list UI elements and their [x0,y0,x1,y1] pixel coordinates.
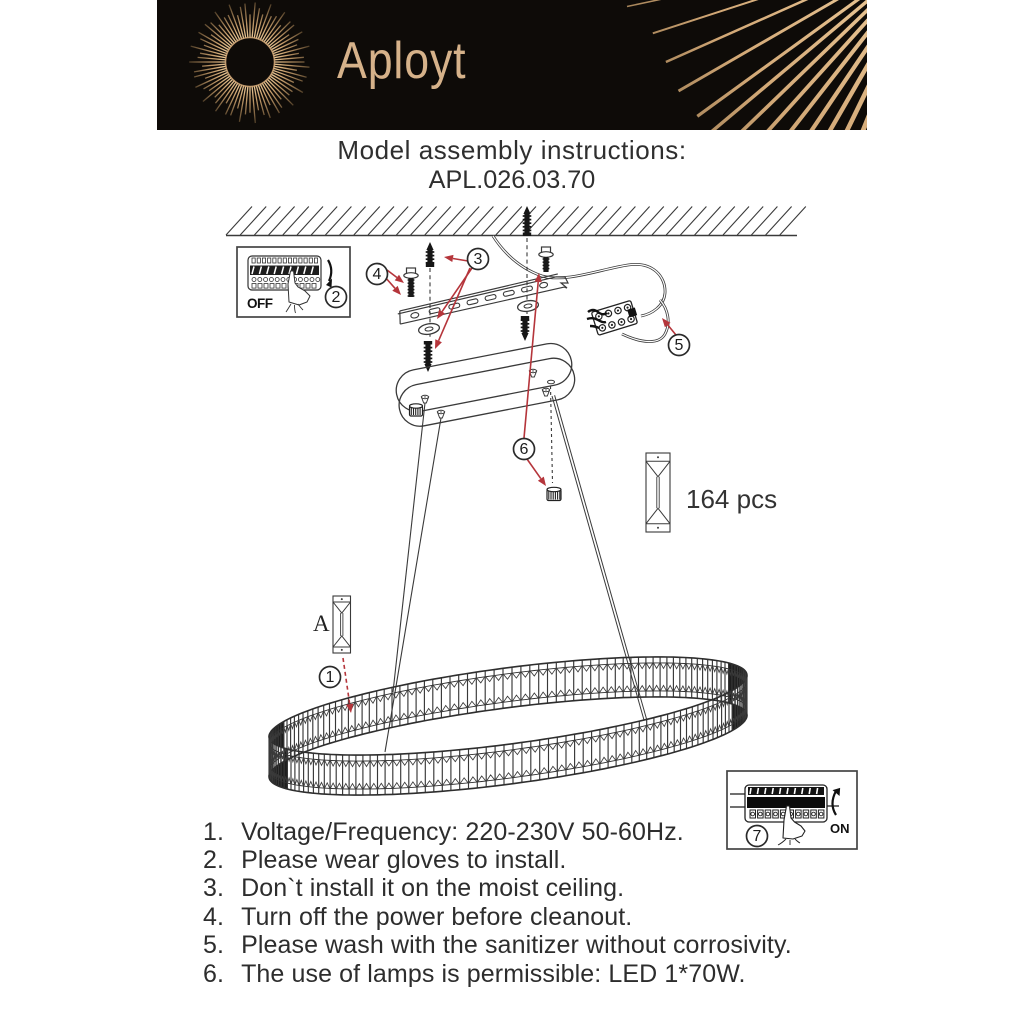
svg-text:OFF: OFF [247,296,273,311]
svg-text:7: 7 [753,828,762,845]
svg-text:164 pcs: 164 pcs [686,484,777,514]
svg-text:5: 5 [675,337,684,354]
svg-text:4: 4 [373,266,382,283]
svg-text:A: A [313,611,330,636]
svg-text:3: 3 [474,251,483,268]
svg-text:ON: ON [830,821,850,836]
svg-text:6: 6 [520,441,529,458]
svg-text:2: 2 [332,289,341,306]
svg-text:1: 1 [326,669,335,686]
